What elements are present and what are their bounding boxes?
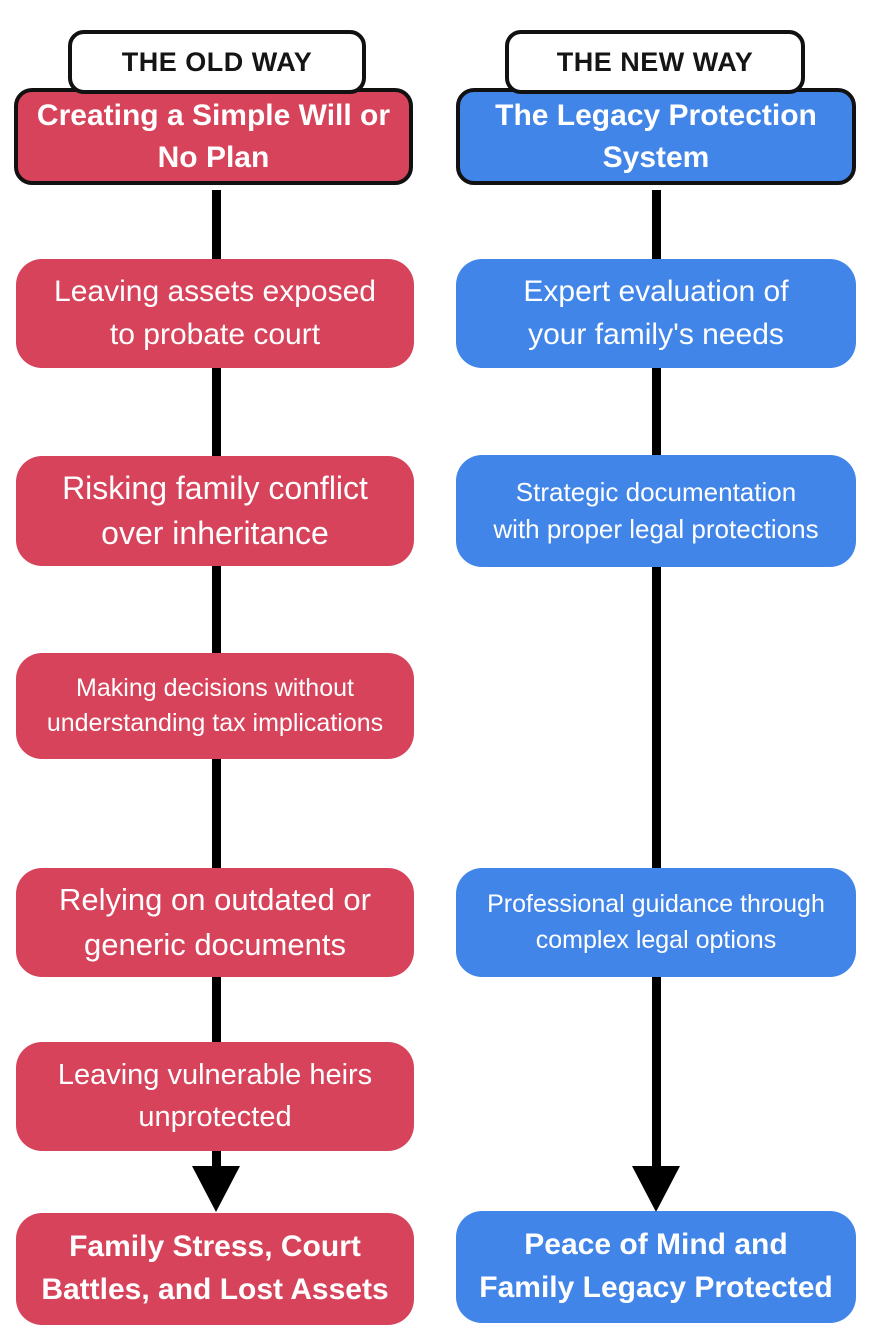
- old-way-header-box: Creating a Simple Will or No Plan: [14, 88, 413, 185]
- new-way-result-box: Peace of Mind and Family Legacy Protecte…: [456, 1211, 856, 1323]
- new-way-step-1: Expert evaluation of your family's needs: [456, 259, 856, 368]
- new-way-step-3: Professional guidance through complex le…: [456, 868, 856, 977]
- old-way-step-5: Leaving vulnerable heirs unprotected: [16, 1042, 414, 1151]
- old-way-step-3: Making decisions without understanding t…: [16, 653, 414, 759]
- old-way-step-4: Relying on outdated or generic documents: [16, 868, 414, 977]
- old-way-title-pill: THE OLD WAY: [68, 30, 366, 94]
- old-way-step-2: Risking family conflict over inheritance: [16, 456, 414, 566]
- new-way-arrowhead-icon: [632, 1166, 680, 1212]
- new-way-header-box: The Legacy Protection System: [456, 88, 856, 185]
- old-way-step-1: Leaving assets exposed to probate court: [16, 259, 414, 368]
- old-way-result-box: Family Stress, Court Battles, and Lost A…: [16, 1213, 414, 1325]
- new-way-step-2: Strategic documentation with proper lega…: [456, 455, 856, 567]
- old-way-arrowhead-icon: [192, 1166, 240, 1212]
- new-way-connector-line: [652, 190, 661, 1176]
- new-way-title-pill: THE NEW WAY: [505, 30, 805, 94]
